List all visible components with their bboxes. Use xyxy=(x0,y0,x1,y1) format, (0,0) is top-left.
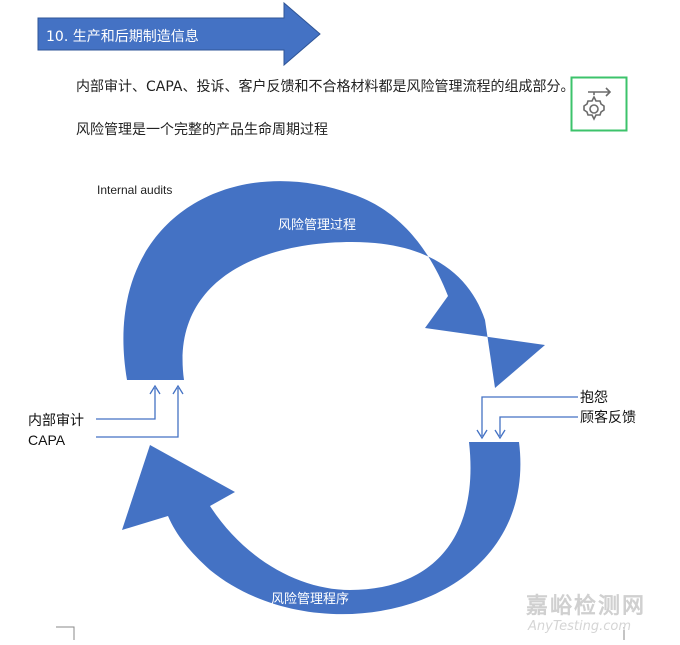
bottom-arc xyxy=(122,442,521,615)
right-input-complaint: 抱怨 xyxy=(580,390,608,406)
intro-line-1: 内部审计、CAPA、投诉、客户反馈和不合格材料都是风险管理流程的组成部分。 xyxy=(76,79,575,95)
header-title: 10. 生产和后期制造信息 xyxy=(46,29,199,45)
right-input-customer-feedback: 顾客反馈 xyxy=(580,410,636,426)
right-input-lines xyxy=(476,396,578,440)
top-arc-label: 风险管理过程 xyxy=(278,218,357,233)
watermark-cn: 嘉峪检测网 xyxy=(526,594,647,619)
top-arc xyxy=(123,181,545,388)
gear-arrow-icon xyxy=(570,76,628,132)
left-input-capa: CAPA xyxy=(28,432,66,448)
watermark-en: AnyTesting.com xyxy=(528,619,632,634)
bottom-arc-label: 风险管理程序 xyxy=(271,592,350,607)
corner-mark-left xyxy=(56,626,75,640)
internal-audits-label: Internal audits xyxy=(97,183,173,197)
intro-line-2: 风险管理是一个完整的产品生命周期过程 xyxy=(76,122,328,138)
left-input-internal-audit: 内部审计 xyxy=(28,413,84,429)
left-input-lines xyxy=(96,384,184,438)
